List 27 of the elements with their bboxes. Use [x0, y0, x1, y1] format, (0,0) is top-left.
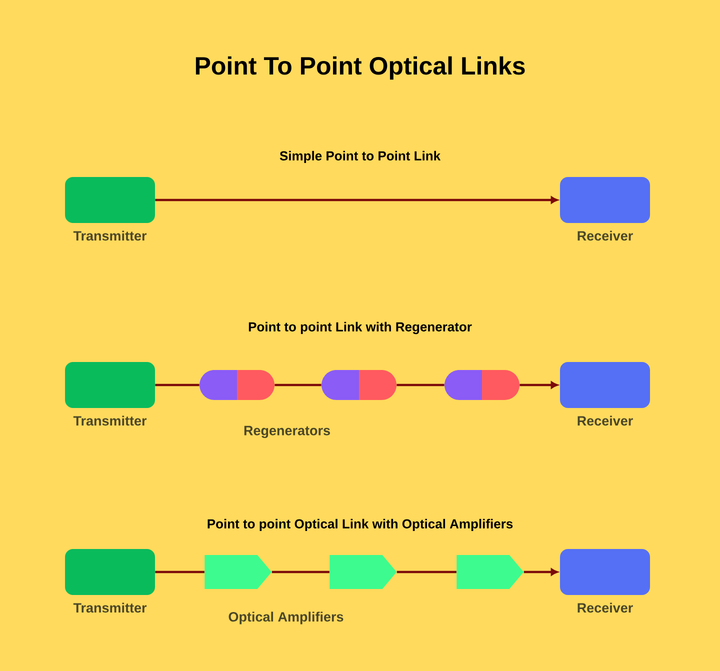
- transmitter-box: Transmitter: [65, 548, 155, 613]
- arrow: [520, 381, 558, 389]
- amplifier-pentagon: [204, 554, 272, 589]
- title: Point To Point Optical Links: [196, 56, 525, 80]
- regenerator-pill: [322, 370, 396, 400]
- transmitter-box: Transmitter: [65, 176, 155, 241]
- node-label: Receiver: [578, 416, 633, 426]
- amplifier-pentagon: [456, 554, 524, 589]
- amplifier-pentagon: [330, 554, 397, 589]
- node-label: Transmitter: [73, 602, 147, 613]
- row-heading: Simple Point to Point Link: [280, 150, 441, 164]
- node-label: Receiver: [578, 602, 633, 613]
- node-label: Receiver: [578, 230, 633, 241]
- transmitter-box: Transmitter: [65, 362, 155, 426]
- arrow: [155, 196, 558, 204]
- row-heading: Point to point Link with Regenerator: [248, 322, 472, 334]
- regenerator-pill: [444, 370, 520, 400]
- component-label: Regenerators: [244, 426, 330, 438]
- regenerator-pill: [200, 370, 274, 400]
- component-label: Optical Amplifiers: [228, 612, 344, 624]
- node-label: Transmitter: [73, 230, 147, 241]
- arrow: [524, 568, 558, 576]
- node-label: Transmitter: [73, 416, 147, 426]
- receiver-box: Receiver: [560, 548, 650, 613]
- receiver-box: Receiver: [560, 362, 650, 426]
- receiver-box: Receiver: [560, 176, 650, 241]
- row-heading: Point to point Optical Link with Optical Amplifiers: [208, 518, 513, 532]
